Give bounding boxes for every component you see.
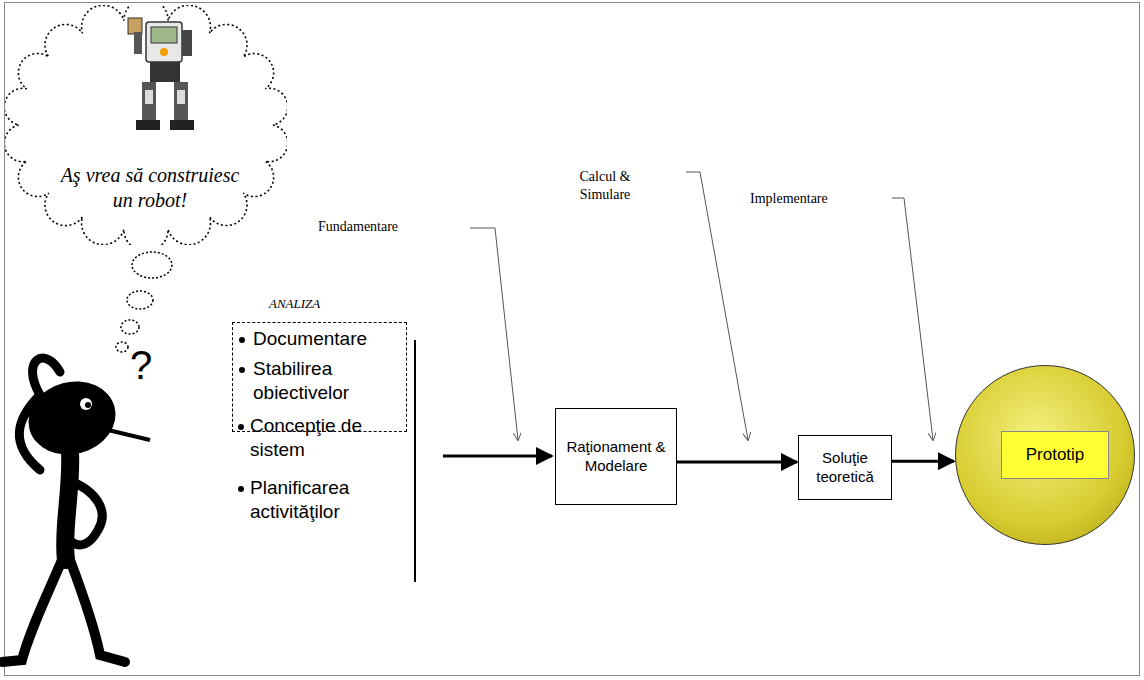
- bullet-text: Stabilirea obiectivelor: [253, 357, 401, 405]
- node-box: Raţionament & Modelare: [555, 408, 677, 505]
- thinking-figure: [2, 358, 150, 662]
- flow-arrow: [677, 461, 797, 464]
- question-mark: ?: [130, 340, 170, 390]
- section-heading: ANALIZA: [269, 296, 320, 312]
- thought-text: Aş vrea să construiesc un robot!: [57, 163, 243, 213]
- box-text: Raţionament & Modelare: [566, 438, 666, 476]
- bullet-text: Documentare: [253, 327, 401, 351]
- step-label: Calcul & Simulare: [572, 168, 638, 204]
- main-arrow: [443, 455, 552, 458]
- box-text: Soluţie teoretică: [805, 449, 885, 487]
- bullet-text: Planificarea activităţilor: [250, 476, 408, 524]
- bullet-text: Concepţie de sistem: [250, 414, 408, 462]
- thought-bubbles: [116, 252, 172, 352]
- bullet-dot: [239, 367, 245, 373]
- flow-arrow: [892, 460, 954, 463]
- bullet-dot: [238, 486, 244, 492]
- list-bracket: [414, 340, 416, 582]
- leader-lines: [470, 172, 933, 440]
- bullet-dot: [238, 424, 244, 430]
- prototype-label: Prototip: [1001, 431, 1110, 479]
- cloud-path: [5, 5, 287, 245]
- frame: [5, 3, 1140, 676]
- robot-picture: [128, 18, 194, 130]
- node-cloud: Aş vrea să construiesc un robot!: [5, 5, 287, 245]
- node-circle: Prototip: [955, 365, 1135, 545]
- step-label: Implementare: [750, 190, 890, 208]
- bullet-dot: [239, 337, 245, 343]
- node-box: Soluţie teoretică: [798, 435, 892, 500]
- step-label: Fundamentare: [318, 218, 468, 236]
